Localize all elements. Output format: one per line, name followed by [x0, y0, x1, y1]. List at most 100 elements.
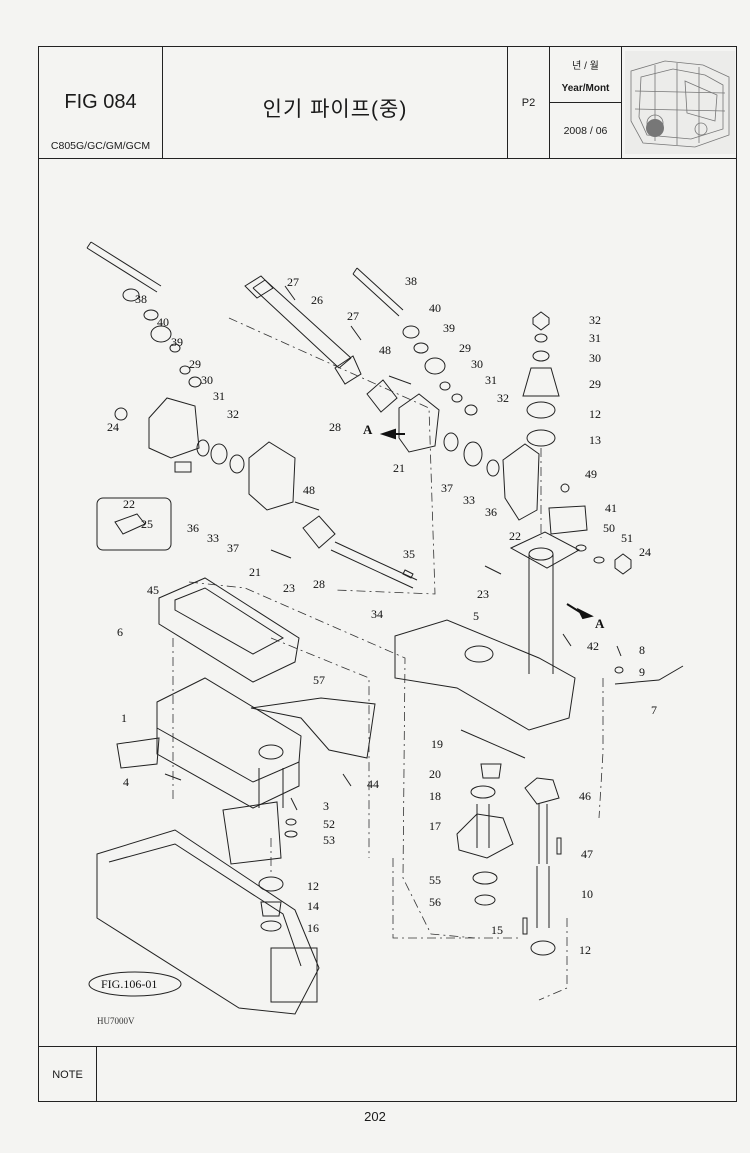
bearing-33-left: [210, 443, 228, 465]
part-label: 5: [473, 609, 479, 623]
page-tag-cell: P2: [508, 47, 550, 158]
cover-57: [250, 697, 376, 759]
page-frame: FIG 084 C805G/GC/GM/GCM 인기 파이프(중) P2 년 /…: [38, 46, 737, 1102]
part-label: 22: [123, 497, 135, 511]
part-label: 21: [393, 461, 405, 475]
bearing-29-right: [424, 357, 446, 375]
part-label: 44: [367, 777, 379, 791]
phantom-line-b: [188, 581, 476, 939]
bolt-23-mid: [484, 565, 502, 575]
part-label: 17: [429, 819, 441, 833]
washer-9: [614, 666, 624, 674]
case-1-side: [156, 728, 300, 809]
bracket-41: [548, 505, 588, 535]
part-label: 38: [135, 292, 147, 306]
page-title: 인기 파이프(중): [262, 98, 408, 121]
note-row: NOTE: [39, 1046, 736, 1102]
part-label: 28: [313, 577, 325, 591]
shaft-38-right: [352, 267, 404, 317]
part-label: 4: [123, 775, 129, 789]
bearing-55: [472, 871, 498, 885]
part-label: 24: [107, 420, 119, 434]
part-label: 31: [213, 389, 225, 403]
phantom-line-e: [538, 918, 568, 1001]
nut-49: [560, 483, 570, 493]
part-label: 12: [307, 879, 319, 893]
gearcase-21-left: [248, 441, 296, 511]
gear-14: [260, 901, 282, 917]
key-35: [402, 569, 414, 579]
part-label: 6: [117, 625, 123, 639]
gearcase-21-right: [398, 393, 440, 453]
part-label: 34: [371, 607, 383, 621]
washer-53: [284, 830, 298, 838]
bolt-48-right: [388, 375, 412, 385]
part-label: 46: [579, 789, 591, 803]
shaft-47: [538, 804, 548, 864]
part-label: 32: [589, 313, 601, 327]
page-number: 202: [364, 1109, 386, 1124]
ring-56: [474, 894, 496, 906]
ring-16: [260, 920, 282, 932]
drawing-code: HU7000V: [97, 1016, 135, 1026]
part-label: 40: [157, 315, 169, 329]
part-label: 21: [249, 565, 261, 579]
part-label: 18: [429, 789, 441, 803]
part-label: 53: [323, 833, 335, 847]
bolt-48-left: [294, 501, 320, 511]
detail-box-45: [96, 497, 172, 551]
part-label: 36: [187, 521, 199, 535]
ref-assembly-inner: [108, 843, 302, 967]
gasket-6-inner: [174, 587, 284, 655]
pipe-26: [252, 279, 352, 369]
bearing-12-lower-left: [258, 876, 284, 892]
part-label: 25: [141, 517, 153, 531]
washer-31-stack: [534, 333, 548, 343]
part-label: 16: [307, 921, 319, 935]
bearing-39-left: [143, 309, 159, 321]
seal-40-left: [122, 288, 140, 302]
part-label: 14: [307, 899, 319, 913]
part-label: 57: [313, 673, 325, 687]
part-label: 42: [587, 639, 599, 653]
part-label: 30: [201, 373, 213, 387]
ref-block: [270, 947, 318, 1003]
washer-51: [593, 556, 605, 564]
year-label-en: Year/Mont: [561, 83, 610, 94]
part-label: 12: [589, 407, 601, 421]
part-label: 22: [509, 529, 521, 543]
part-label: 52: [323, 817, 335, 831]
part-label: 19: [431, 737, 443, 751]
gasket-28-left: [302, 515, 336, 549]
part-label: 24: [639, 545, 651, 559]
nut-32-right: [464, 404, 478, 416]
phantom-line-a: [228, 317, 436, 595]
bearing-18: [470, 785, 496, 799]
shaft-10: [536, 866, 550, 928]
gasket-28-right: [366, 379, 398, 413]
part-label: 36: [485, 505, 497, 519]
part-label: 41: [605, 501, 617, 515]
bearing-33-right: [463, 441, 483, 467]
part-label: 55: [429, 873, 441, 887]
phantom-line-f: [598, 678, 604, 819]
part-label: 1: [121, 711, 127, 725]
part-label: 23: [283, 581, 295, 595]
gearcase-22-right: [502, 443, 540, 521]
fig-ref-label: FIG.106-01: [101, 977, 157, 991]
part-label: 31: [485, 373, 497, 387]
part-label: 29: [189, 357, 201, 371]
page-tag: P2: [521, 97, 536, 109]
part-label: 29: [589, 377, 601, 391]
part-label: 38: [405, 274, 417, 288]
part-label: 45: [147, 583, 159, 597]
part-label: 9: [639, 665, 645, 679]
part-label: 33: [207, 531, 219, 545]
part-label: 30: [471, 357, 483, 371]
part-label: 35: [403, 547, 415, 561]
bearing-37-right: [443, 432, 459, 452]
part-label: 37: [441, 481, 453, 495]
case-port: [258, 744, 284, 760]
clip-45: [114, 513, 146, 535]
machine-thumbnail: [625, 51, 735, 154]
